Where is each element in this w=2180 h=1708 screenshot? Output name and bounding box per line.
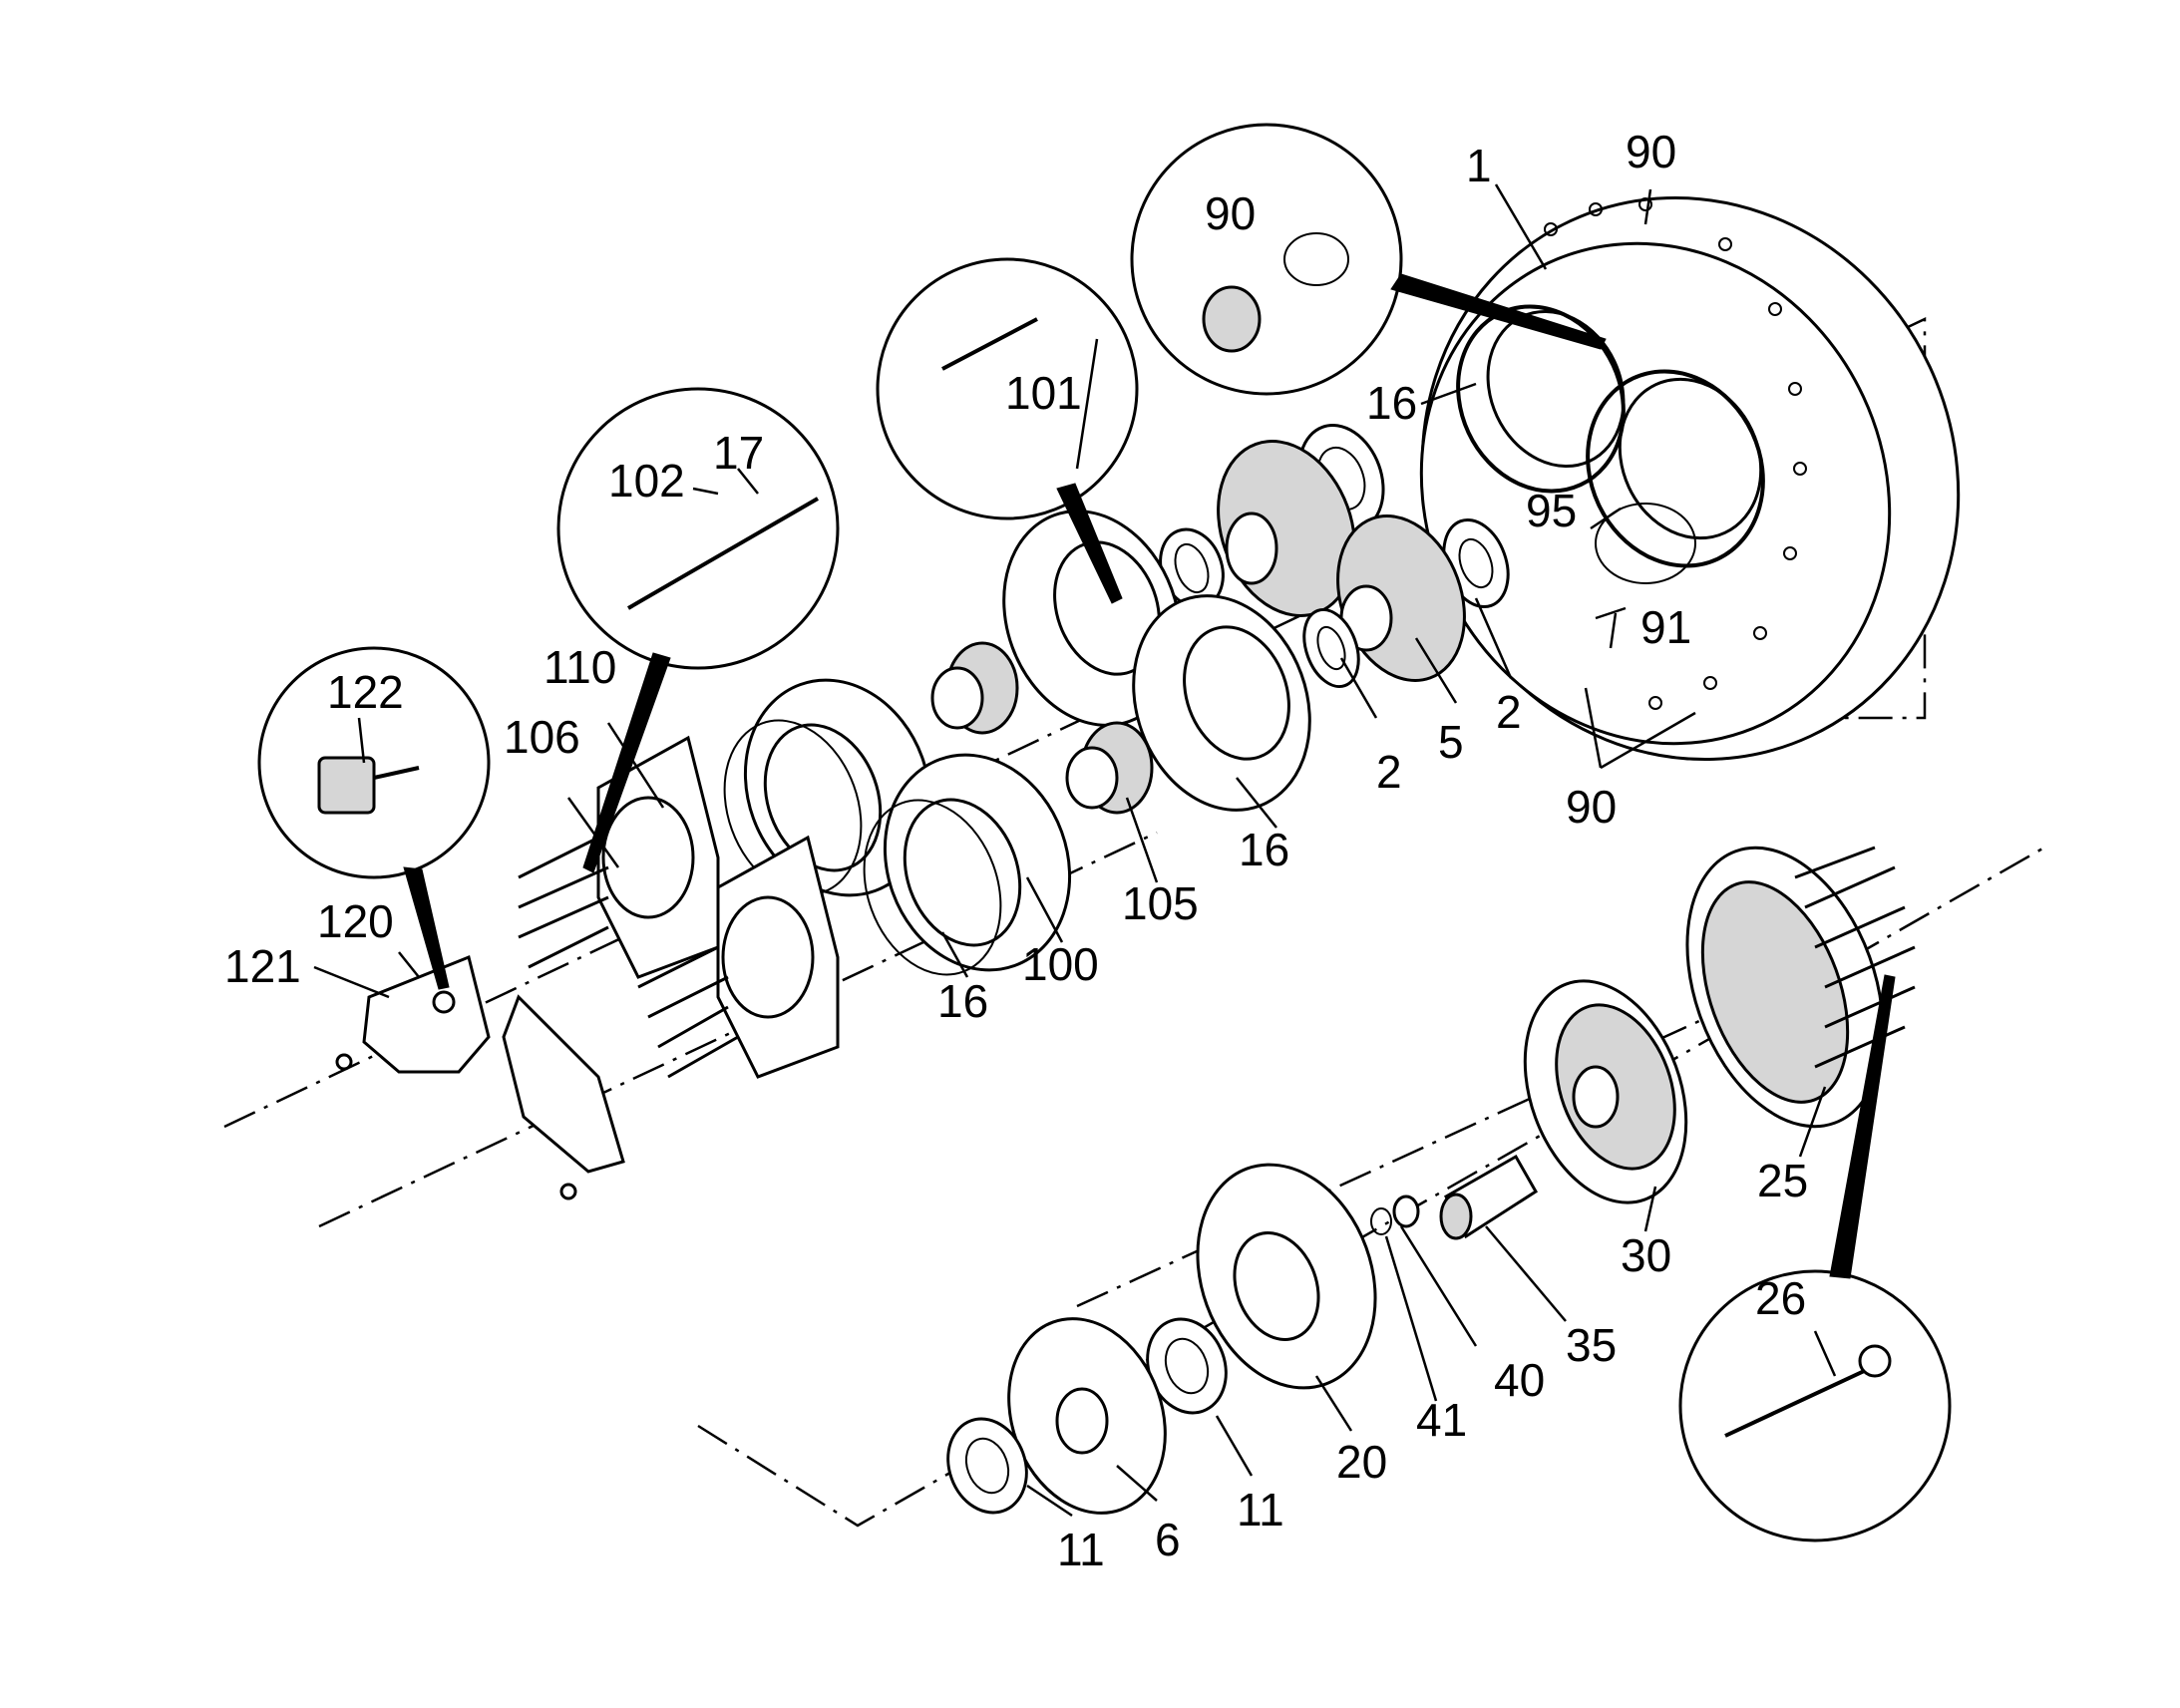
callout-110: 110 [544,641,616,693]
callout-120: 120 [317,895,394,947]
callout-11-b: 11 [1237,1484,1284,1536]
callout-17: 17 [713,427,764,479]
callout-105: 105 [1122,877,1199,929]
callout-2-b: 2 [1376,746,1402,798]
callout-100: 100 [1022,938,1099,990]
callout-6: 6 [1155,1514,1181,1565]
cover-plates [335,954,625,1200]
callout-35: 35 [1566,1319,1617,1371]
callout-2-a: 2 [1496,686,1522,738]
callout-95: 95 [1526,485,1577,536]
callout-labels: 1 90 90 16 95 91 2 5 2 90 101 102 17 110… [224,126,1808,1575]
callout-106: 106 [504,711,580,763]
detail-circles [257,123,1952,1542]
callout-41: 41 [1416,1394,1467,1446]
callout-20: 20 [1336,1436,1387,1488]
callout-90-a: 90 [1626,126,1676,177]
callout-40: 40 [1494,1354,1545,1406]
callout-16-c: 16 [937,975,988,1027]
leader-lines [313,183,1837,1518]
callout-11-a: 11 [1057,1524,1105,1575]
housing [1419,195,1961,762]
gear-stack-upper [723,424,1510,976]
callout-16-a: 16 [1366,377,1417,429]
callout-30: 30 [1621,1229,1671,1281]
callout-122: 122 [327,666,404,718]
callout-26: 26 [1755,1272,1806,1324]
detail-wedges [403,273,1896,1279]
callout-25: 25 [1757,1155,1808,1206]
motor-flanges [518,735,840,1079]
callout-16-b: 16 [1239,824,1289,875]
callout-90-c: 90 [1566,781,1617,833]
callout-121: 121 [224,940,301,992]
callout-5: 5 [1438,716,1464,768]
callout-101: 101 [1005,367,1082,419]
lower-assembly [946,846,1916,1515]
callout-102: 102 [608,455,685,507]
callout-90-b: 90 [1205,187,1256,239]
callout-91: 91 [1640,601,1691,653]
callout-1: 1 [1466,140,1492,191]
